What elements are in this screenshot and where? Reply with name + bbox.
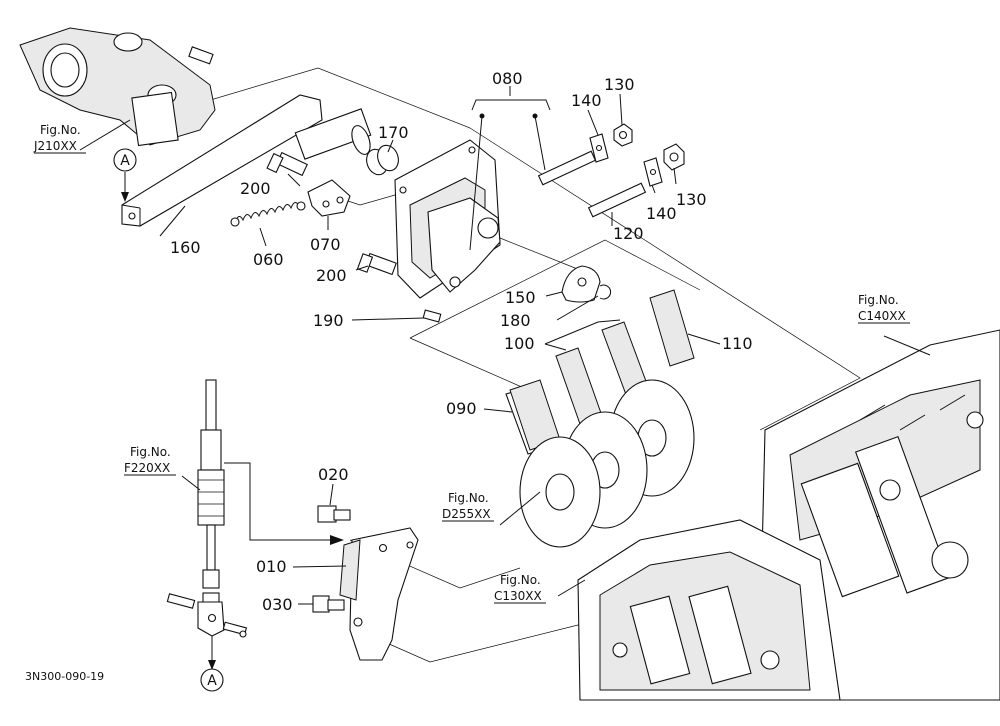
cam-150 <box>561 265 601 303</box>
marker-a-bottom: A <box>200 668 224 692</box>
part-label-200-upper: 200 <box>240 179 271 198</box>
friction-plates-100 <box>555 321 651 425</box>
marker-a-bottom-label: A <box>207 673 217 689</box>
lever-shaft-160 <box>121 94 372 227</box>
valve-cover-plate <box>394 139 501 299</box>
part-label-120: 120 <box>613 224 644 243</box>
part-numbers: 080 130 140 170 200 130 140 120 070 160 … <box>170 69 753 614</box>
part-label-110: 110 <box>722 334 753 353</box>
bolt-200-lower <box>356 252 397 276</box>
fig-ref-c140-label: Fig.No. <box>858 293 899 307</box>
part-label-180: 180 <box>500 311 531 330</box>
bolt-030 <box>312 595 345 613</box>
snap-ring-180 <box>599 284 612 300</box>
washer-140-upper <box>589 133 609 163</box>
fig-ref-j210-code: J210XX <box>33 139 77 153</box>
control-valve-housing <box>19 27 216 147</box>
bolt-020 <box>317 505 351 523</box>
bracket-010 <box>339 527 419 661</box>
leader-lines <box>79 86 931 670</box>
part-label-090: 090 <box>446 399 477 418</box>
control-cable <box>166 379 248 638</box>
transmission-case-c130 <box>577 519 841 701</box>
marker-a-top-label: A <box>120 153 130 169</box>
marker-a-top: A <box>113 148 137 172</box>
washer-140-lower <box>643 157 663 187</box>
fig-ref-c140: Fig.No. C140XX <box>858 293 910 324</box>
part-label-030: 030 <box>262 595 293 614</box>
part-label-140-lower: 140 <box>646 204 677 223</box>
fig-ref-j210: Fig.No. J210XX <box>33 123 86 154</box>
bolt-200-upper <box>266 151 308 177</box>
stud-upper <box>537 150 597 186</box>
part-label-010: 010 <box>256 557 287 576</box>
part-label-060: 060 <box>253 250 284 269</box>
friction-plate-110 <box>649 289 695 367</box>
o-ring-170 <box>366 144 399 176</box>
nut-130-lower <box>663 143 685 171</box>
connection-arrow <box>224 462 344 545</box>
fig-ref-d255: Fig.No. D255XX <box>442 491 494 522</box>
fig-ref-d255-label: Fig.No. <box>448 491 489 505</box>
part-label-020: 020 <box>318 465 349 484</box>
fig-ref-d255-code: D255XX <box>442 507 491 521</box>
bracket-070 <box>307 179 351 217</box>
part-label-160: 160 <box>170 238 201 257</box>
fig-ref-f220: Fig.No. F220XX <box>124 445 176 476</box>
spring-060 <box>230 201 306 227</box>
part-label-200-lower: 200 <box>316 266 347 285</box>
part-label-100: 100 <box>504 334 535 353</box>
clutch-discs <box>519 379 695 548</box>
part-label-150: 150 <box>505 288 536 307</box>
fig-ref-f220-label: Fig.No. <box>130 445 171 459</box>
stud-120 <box>587 182 647 218</box>
nut-130-upper <box>613 123 633 147</box>
diagram-code: 3N300-090-19 <box>25 670 104 683</box>
part-label-070: 070 <box>310 235 341 254</box>
part-label-190: 190 <box>313 311 344 330</box>
part-label-140-upper: 140 <box>571 91 602 110</box>
part-label-130-upper: 130 <box>604 75 635 94</box>
fig-ref-j210-label: Fig.No. <box>40 123 81 137</box>
fig-ref-c130-label: Fig.No. <box>500 573 541 587</box>
pin-190 <box>422 309 442 323</box>
part-label-170: 170 <box>378 123 409 142</box>
fig-ref-c130-code: C130XX <box>494 589 542 603</box>
fig-ref-c140-code: C140XX <box>858 309 906 323</box>
part-label-130-lower: 130 <box>676 190 707 209</box>
part-label-080: 080 <box>492 69 523 88</box>
fig-ref-c130: Fig.No. C130XX <box>494 573 546 604</box>
fig-ref-f220-code: F220XX <box>124 461 170 475</box>
